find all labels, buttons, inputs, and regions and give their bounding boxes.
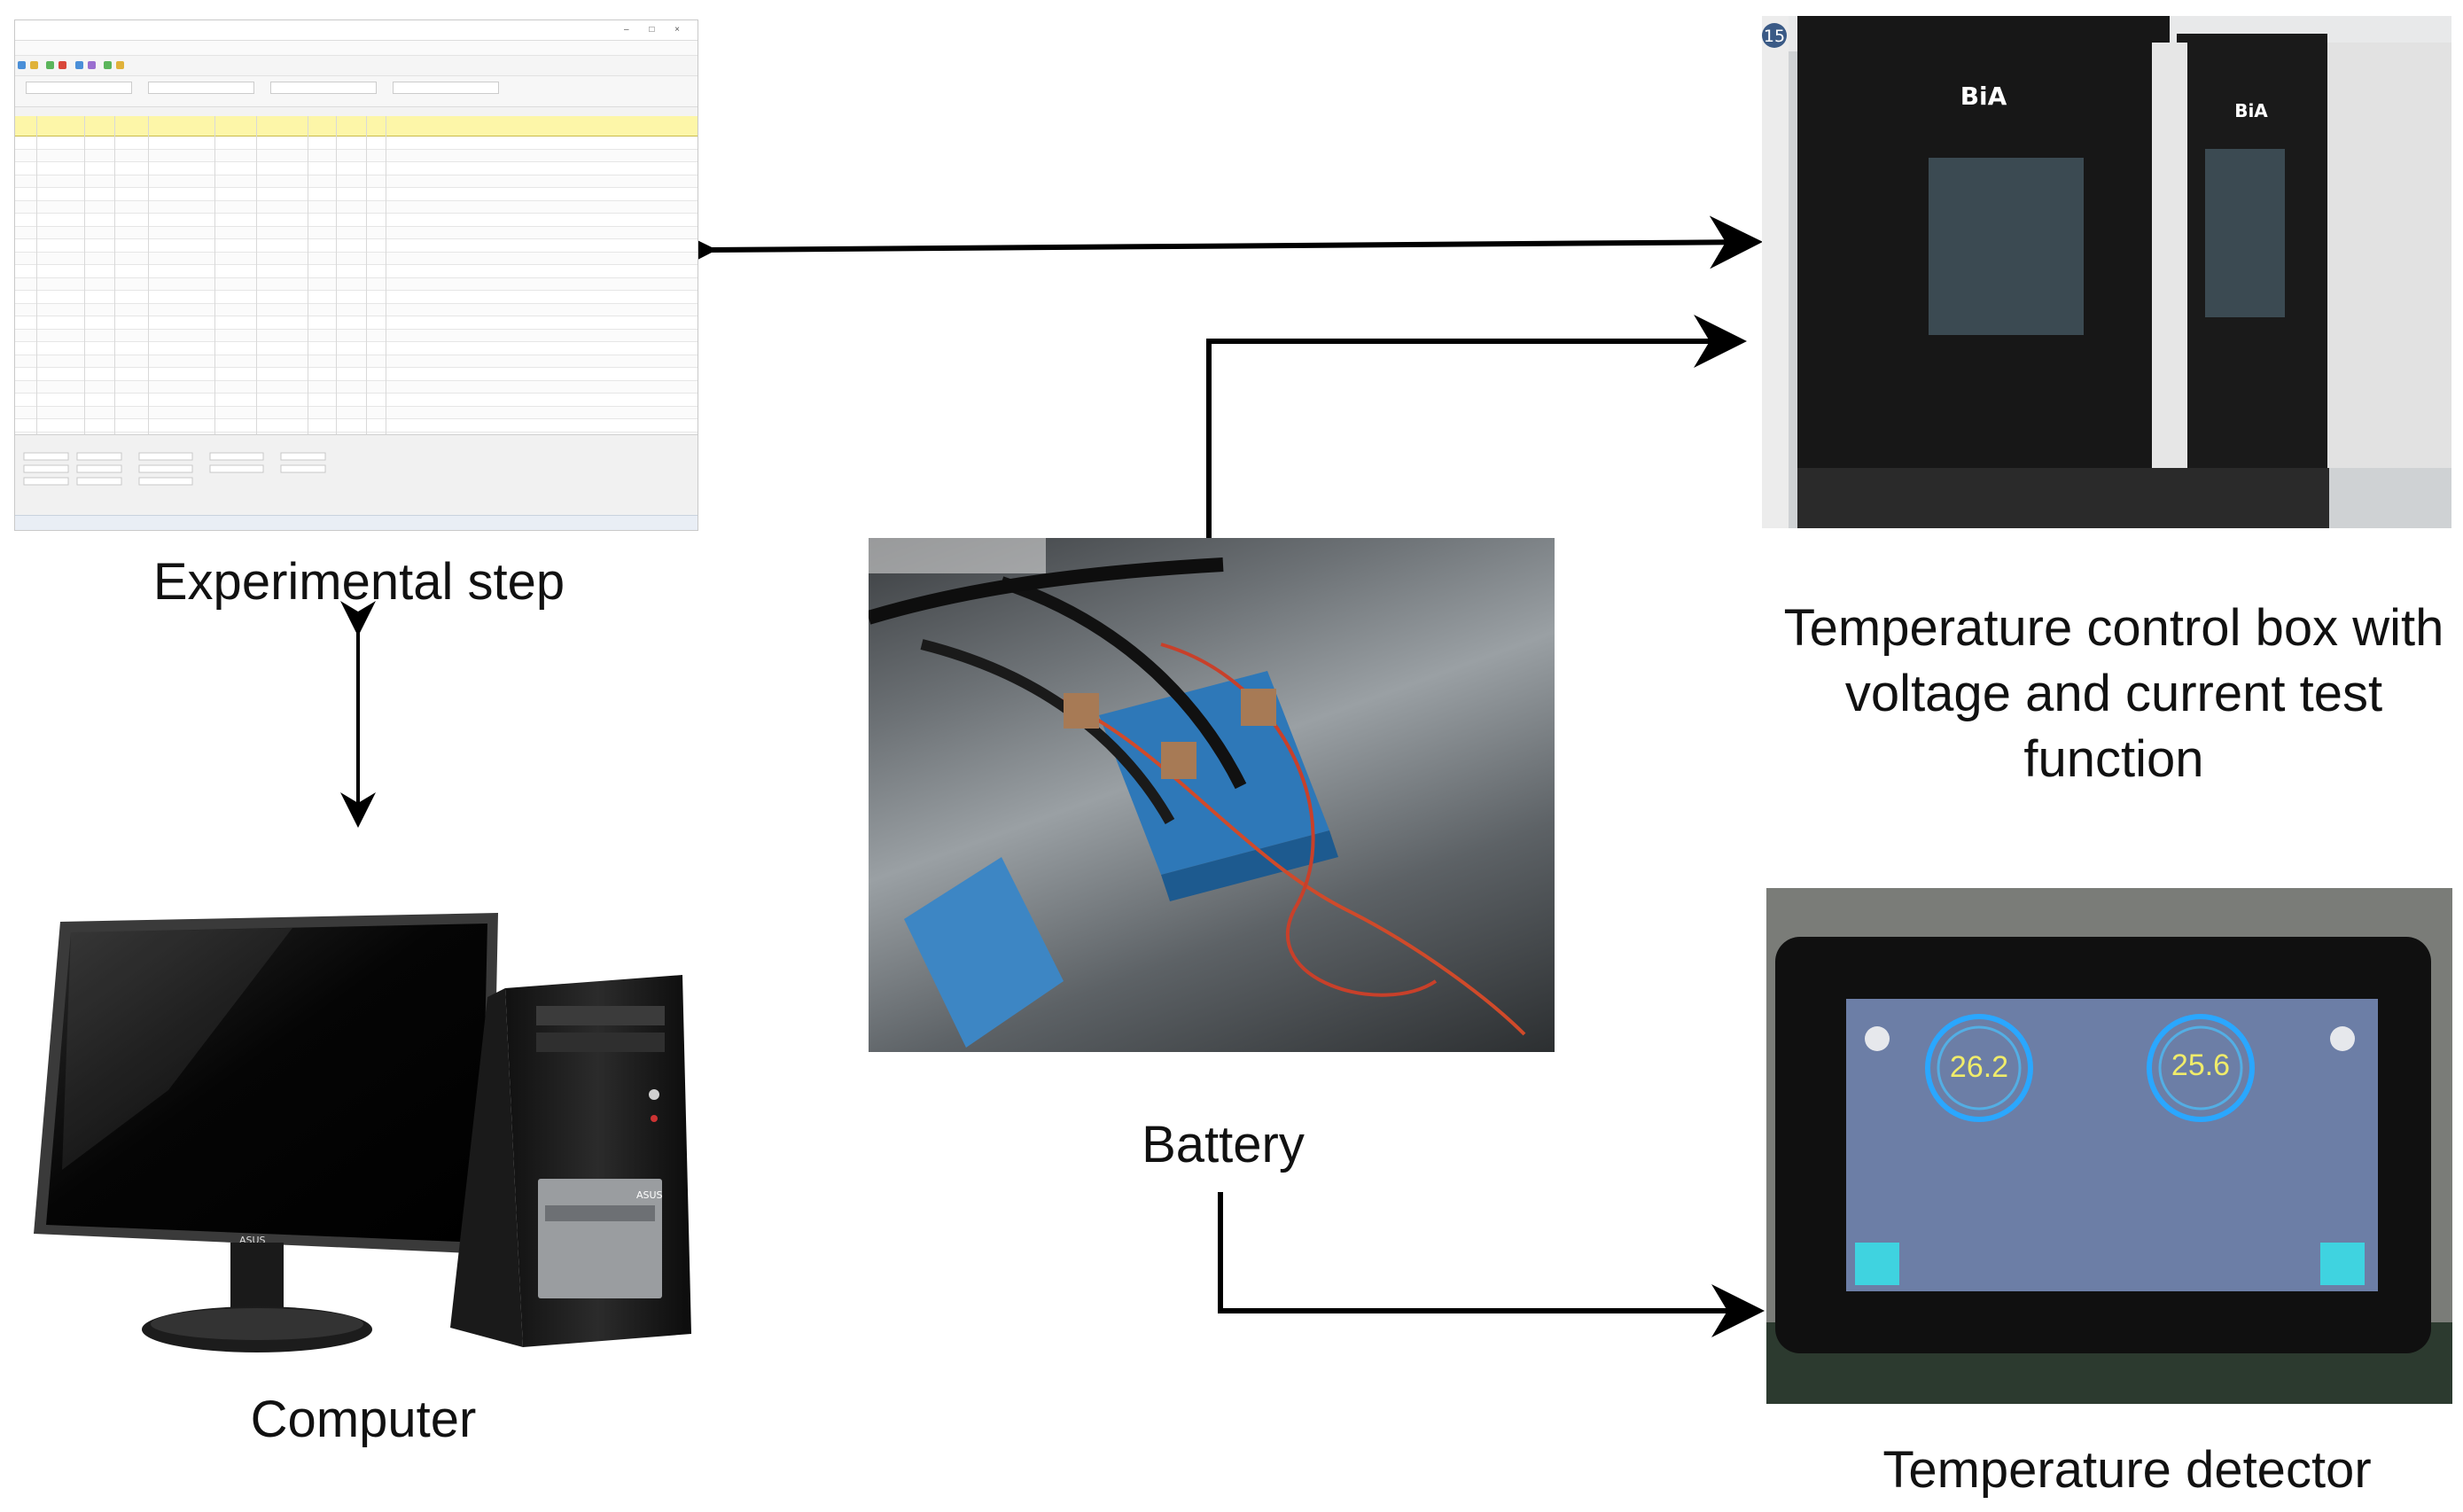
software-channel-groups [15, 76, 698, 107]
arrow-battery-detector [1218, 1192, 1765, 1337]
temperature-detector-label: Temperature detector [1882, 1441, 2372, 1499]
experimental-step-label: Experimental step [152, 553, 565, 611]
left-temperature-reading: 26.2 [1949, 1050, 2009, 1084]
arrow-software-chamber [663, 215, 1763, 277]
software-bottom-panel [15, 434, 698, 530]
chamber-brand-logo-right: BiA [2234, 100, 2268, 121]
step-table [15, 116, 698, 445]
window-controls: – □ × [624, 25, 689, 35]
experimental-step-screenshot: – □ × [14, 19, 698, 531]
battery-photo [869, 538, 1555, 1052]
battery-label: Battery [1142, 1116, 1305, 1173]
software-toolbar [15, 56, 698, 76]
temperature-control-box-photo: 15 BiA BiA [1762, 16, 2451, 528]
chamber-scene: 15 BiA BiA [1762, 16, 2451, 528]
software-bottom-fields [23, 452, 326, 486]
computer-label: Computer [250, 1391, 477, 1448]
right-temperature-reading: 25.6 [2171, 1048, 2231, 1082]
battery-scene [869, 538, 1526, 1048]
software-titlebar [15, 20, 698, 41]
step-table-header [15, 116, 698, 136]
temperature-detector-photo: 26.2 25.6 [1766, 888, 2452, 1404]
tower-brand: ASUS [636, 1189, 663, 1201]
step-table-rows [15, 136, 698, 445]
temperature-control-box-label: Temperature control box with voltage and… [1783, 599, 2444, 789]
computer-illustration: ASUS ASUS [34, 913, 691, 1352]
software-menubar [15, 41, 698, 56]
chamber-number-badge: 15 [1764, 27, 1785, 46]
detector-scene [1766, 888, 2452, 1404]
arrow-battery-chamber [1206, 315, 1747, 538]
software-taskbar [15, 515, 698, 530]
chamber-brand-logo: BiA [1960, 82, 2007, 111]
